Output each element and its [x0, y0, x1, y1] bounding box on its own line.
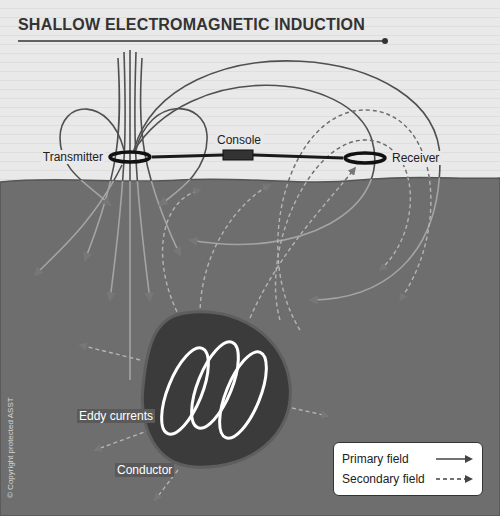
- shape-outline: [75, 305, 300, 487]
- legend-row: Secondary field: [342, 469, 474, 489]
- transmitter-coil: Transmitter: [108, 149, 152, 165]
- shape-outline: [223, 150, 253, 160]
- node-label: Transmitter: [41, 150, 105, 164]
- diagram-title: SHALLOW ELECTROMAGNETIC INDUCTION: [18, 16, 365, 34]
- receiver-coil: Receiver: [343, 150, 387, 166]
- ground: [0, 177, 500, 516]
- node-label: Conductor: [115, 463, 174, 477]
- eddy-current-loop: [182, 336, 248, 434]
- coil-loop: [110, 152, 150, 162]
- legend-sample: [434, 453, 474, 465]
- shape-outline: [343, 150, 387, 166]
- legend-row: Primary field: [342, 449, 474, 469]
- cable: [152, 155, 223, 157]
- coil-loop: [345, 153, 385, 163]
- console-body: [223, 150, 253, 160]
- node-label: Eddy currents: [77, 409, 155, 423]
- title-rule: [18, 40, 385, 42]
- conductor-body: Eddy currentsConductor: [75, 305, 300, 487]
- node-label: Receiver: [390, 151, 441, 165]
- node-label: Console: [215, 133, 263, 147]
- conductor-outline: [142, 312, 290, 467]
- cable: [253, 155, 343, 158]
- console-box: Console: [223, 150, 253, 160]
- eddy-current-loop: [210, 346, 276, 444]
- legend-sample: [434, 473, 474, 485]
- legend-label: Primary field: [342, 452, 409, 466]
- shape-outline: [108, 149, 152, 165]
- legend-label: Secondary field: [342, 472, 425, 486]
- legend-box: Primary fieldSecondary field: [333, 442, 483, 496]
- title-dot: [382, 38, 388, 44]
- copyright-watermark: © Copyright protected ASST: [6, 397, 15, 498]
